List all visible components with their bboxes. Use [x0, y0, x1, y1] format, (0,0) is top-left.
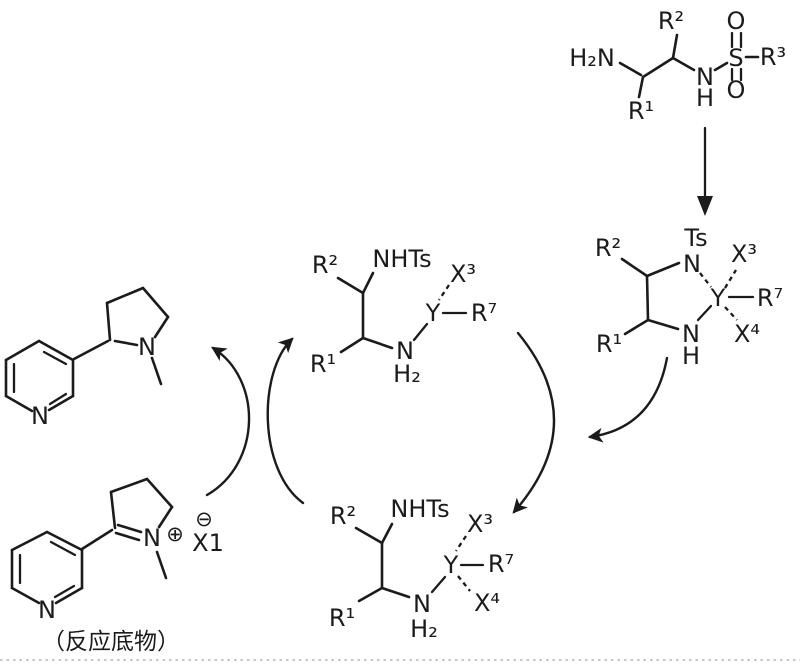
label-n: N [396, 337, 414, 365]
label-h: H [682, 342, 700, 370]
label-n-bottom: N [682, 320, 700, 348]
structure-intermediate-bottom: R² NHTs X³ Y R⁷ X⁴ N H₂ R¹ [329, 495, 514, 643]
structure-sulfonamide-diamine: H₂N R² R¹ N H S O O R³ [569, 7, 786, 125]
label-y: Y [443, 551, 459, 579]
label-pyridine-n: N [38, 596, 56, 624]
label-r2: R² [658, 7, 684, 35]
label-x3: X³ [450, 260, 476, 288]
label-r2: R² [330, 502, 356, 530]
label-nhts: NHTs [372, 245, 431, 273]
label-o-top: O [727, 7, 746, 35]
label-r3: R³ [760, 43, 786, 71]
bonds [618, 31, 760, 99]
label-r2: R² [312, 251, 338, 279]
bonds [4, 286, 170, 413]
label-pyridine-n: N [31, 402, 49, 430]
label-x4: X⁴ [474, 589, 500, 617]
label-h2n: H₂N [569, 44, 615, 72]
arrow-substrate-to-product [205, 346, 251, 497]
label-r7: R⁷ [757, 284, 783, 312]
label-n-top: N [683, 250, 701, 278]
label-pyrrolidine-n: N [138, 333, 156, 361]
label-x3: X³ [731, 240, 757, 268]
bonds [354, 522, 485, 603]
bonds [620, 257, 755, 336]
label-h: H [696, 84, 714, 112]
structure-iminium-substrate: N N ⊕ ⊖ X1 （反应底物） [10, 477, 224, 655]
label-y: Y [425, 299, 441, 327]
structure-intermediate-top: R² NHTs X³ Y R⁷ N H₂ R¹ [310, 245, 497, 388]
label-o-bottom: O [727, 76, 746, 104]
minus-charge-icon: ⊖ [195, 507, 213, 531]
bonds [336, 271, 468, 354]
arrowhead [697, 196, 713, 216]
label-ts: Ts [683, 224, 707, 252]
label-n: N [696, 63, 714, 91]
label-r1: R¹ [310, 350, 336, 378]
label-s: S [728, 44, 743, 72]
label-r2: R² [595, 234, 621, 262]
label-x3: X³ [467, 510, 493, 538]
label-counterion-x1: X1 [192, 529, 224, 557]
plus-charge-icon: ⊕ [166, 522, 184, 546]
label-nhts: NHTs [390, 495, 449, 523]
label-h2: H₂ [410, 615, 438, 643]
label-h2: H₂ [393, 360, 421, 388]
arrow-cycle-right-top-to-bottom [512, 331, 556, 514]
arrow-precursor-to-complex [697, 126, 713, 216]
substrate-caption: （反应底物） [42, 629, 180, 655]
label-r7: R⁷ [488, 550, 514, 578]
arrow-cycle-left-bottom-to-top [266, 337, 305, 505]
label-r1: R¹ [596, 330, 622, 358]
label-y: Y [710, 284, 726, 312]
label-r1: R¹ [628, 97, 654, 125]
label-iminium-n: N [143, 524, 161, 552]
structure-nicotine-product: N N [4, 286, 170, 430]
label-r1: R¹ [329, 604, 355, 632]
label-x4: X⁴ [734, 320, 760, 348]
bonds [10, 477, 174, 605]
label-n: N [413, 590, 431, 618]
arrow-complex-entering-cycle [587, 356, 669, 443]
structure-metal-complex: R² Ts N X³ Y R⁷ X⁴ N H R¹ [595, 224, 783, 370]
label-r7: R⁷ [471, 299, 497, 327]
